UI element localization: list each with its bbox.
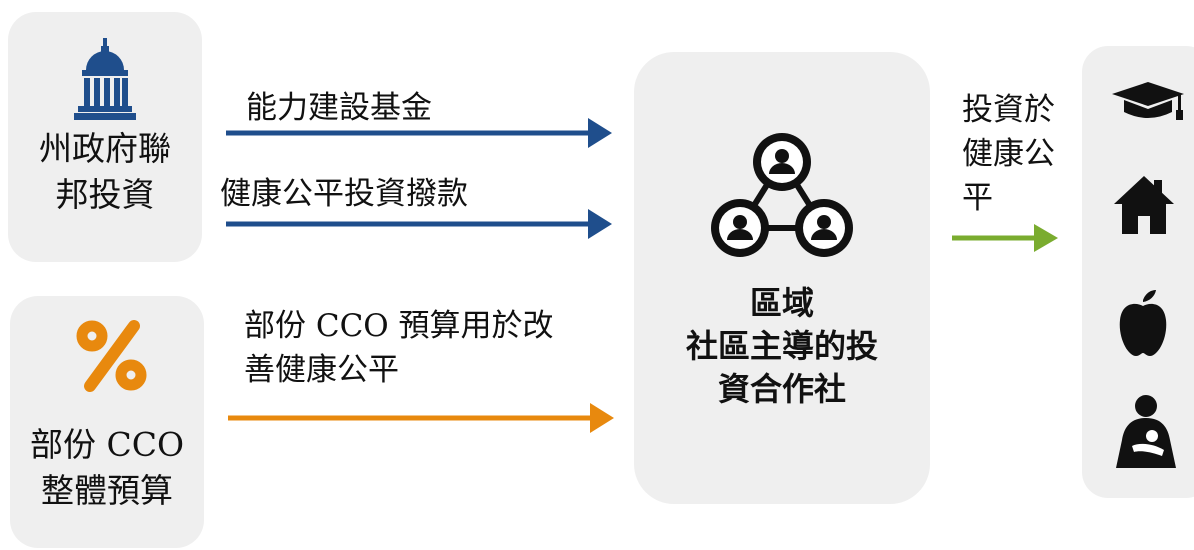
home-icon bbox=[1114, 176, 1174, 234]
community-network-icon bbox=[711, 133, 853, 257]
percent-icon bbox=[76, 320, 147, 392]
cco-budget-portion-label: 部份 CCO 預算用於改 善健康公平 bbox=[244, 308, 554, 388]
arrow-capacity-building bbox=[226, 118, 612, 148]
capitol-building-icon bbox=[74, 38, 136, 120]
health-equity-grant-label: 健康公平投資撥款 bbox=[220, 176, 468, 212]
arrow-cco-budget bbox=[228, 403, 614, 433]
arrow-health-equity-grant bbox=[226, 209, 612, 239]
apple-icon bbox=[1119, 290, 1167, 356]
capacity-building-fund-label: 能力建設基金 bbox=[246, 90, 432, 126]
regional-collaborative-label: 區域 社區主導的投 資合作社 bbox=[685, 284, 878, 408]
graduation-cap-icon bbox=[1112, 82, 1184, 120]
parent-child-icon bbox=[1116, 395, 1176, 468]
federal-investment-label: 州政府聯 邦投資 bbox=[39, 129, 171, 214]
community-collaborative-box bbox=[634, 52, 930, 504]
arrow-health-equity-investment bbox=[952, 224, 1058, 252]
invest-in-health-equity-label: 投資於 健康公 平 bbox=[962, 92, 1055, 216]
cco-budget-label: 部份 CCO 整體預算 bbox=[29, 425, 185, 510]
